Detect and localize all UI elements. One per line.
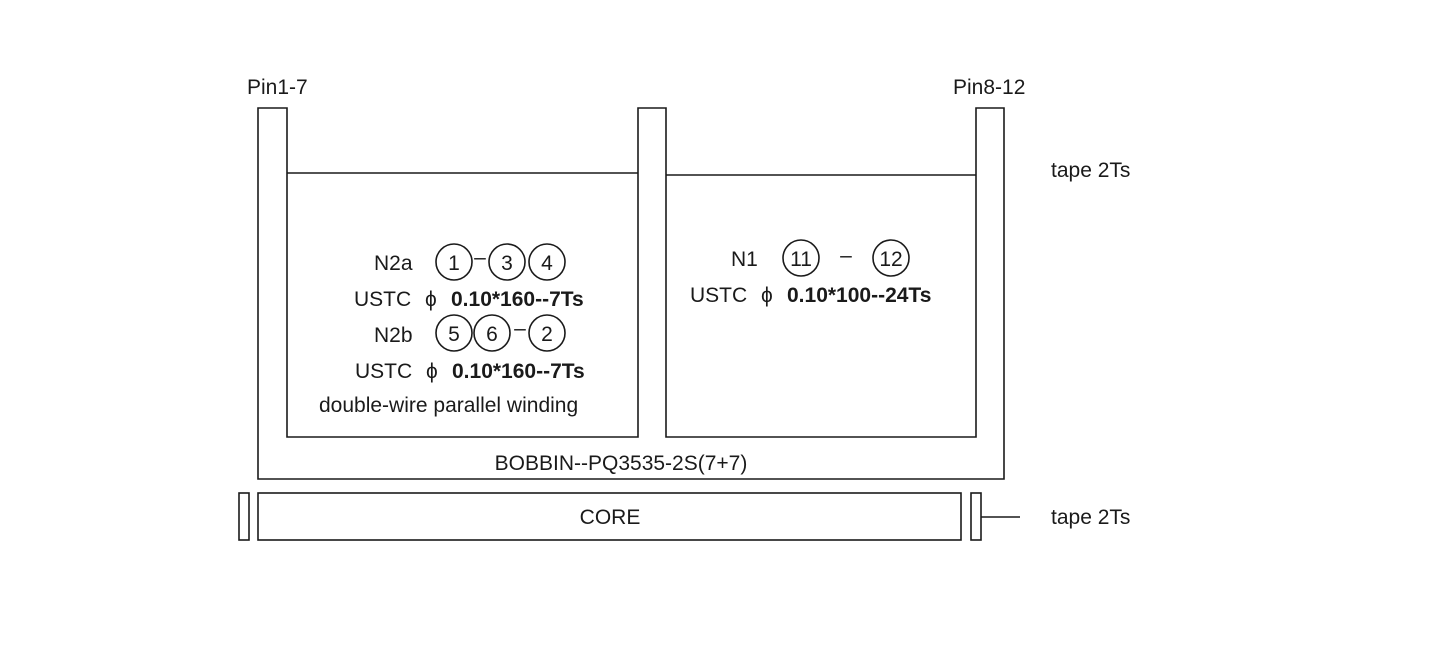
n2b-dash: – xyxy=(514,317,526,340)
top-tape-label: tape 2Ts xyxy=(1051,159,1130,182)
winding-note: double-wire parallel winding xyxy=(319,394,578,417)
n2b-label: N2b xyxy=(374,324,413,347)
bobbin-label: BOBBIN--PQ3535-2S(7+7) xyxy=(495,452,748,475)
n1-wire-spec: 0.10*100--24Ts xyxy=(787,284,931,307)
n1-wire-prefix: USTC xyxy=(690,284,747,307)
right-pin-label: Pin8-12 xyxy=(953,76,1025,99)
n2a-pin-3: 3 xyxy=(488,243,526,281)
svg-text:2: 2 xyxy=(541,323,553,346)
n2a-wire-prefix: USTC xyxy=(354,288,411,311)
n1-dash: – xyxy=(840,244,852,267)
n2a-wire-spec: 0.10*160--7Ts xyxy=(451,288,584,311)
n2a-pin-1: 1 xyxy=(435,243,473,281)
n1-pin-11: 11 xyxy=(782,239,820,277)
n2b-phi-symbol: ϕ xyxy=(426,360,438,383)
left-core-tape xyxy=(238,492,250,541)
n2a-dash: – xyxy=(474,246,486,269)
svg-text:4: 4 xyxy=(541,252,553,275)
core-block xyxy=(257,492,962,541)
n2b-pin-6: 6 xyxy=(473,314,511,352)
n2b-wire-prefix: USTC xyxy=(355,360,412,383)
left-pin-label: Pin1-7 xyxy=(247,76,308,99)
n2b-wire-spec: 0.10*160--7Ts xyxy=(452,360,585,383)
svg-text:3: 3 xyxy=(501,252,513,275)
n1-pin-12: 12 xyxy=(872,239,910,277)
svg-text:11: 11 xyxy=(790,248,812,271)
n2a-pin-4: 4 xyxy=(528,243,566,281)
n2a-label: N2a xyxy=(374,252,413,275)
core-tape-label: tape 2Ts xyxy=(1051,506,1130,529)
n1-phi-symbol: ϕ xyxy=(761,284,773,307)
svg-text:5: 5 xyxy=(448,323,460,346)
right-core-tape xyxy=(970,492,982,541)
svg-text:6: 6 xyxy=(486,323,498,346)
svg-text:12: 12 xyxy=(879,248,902,271)
bobbin-outline xyxy=(257,107,1005,480)
n2a-phi-symbol: ϕ xyxy=(425,288,437,311)
n2b-pin-5: 5 xyxy=(435,314,473,352)
core-label: CORE xyxy=(580,506,641,529)
n2b-pin-2: 2 xyxy=(528,314,566,352)
svg-text:1: 1 xyxy=(448,252,460,275)
n1-label: N1 xyxy=(731,248,758,271)
